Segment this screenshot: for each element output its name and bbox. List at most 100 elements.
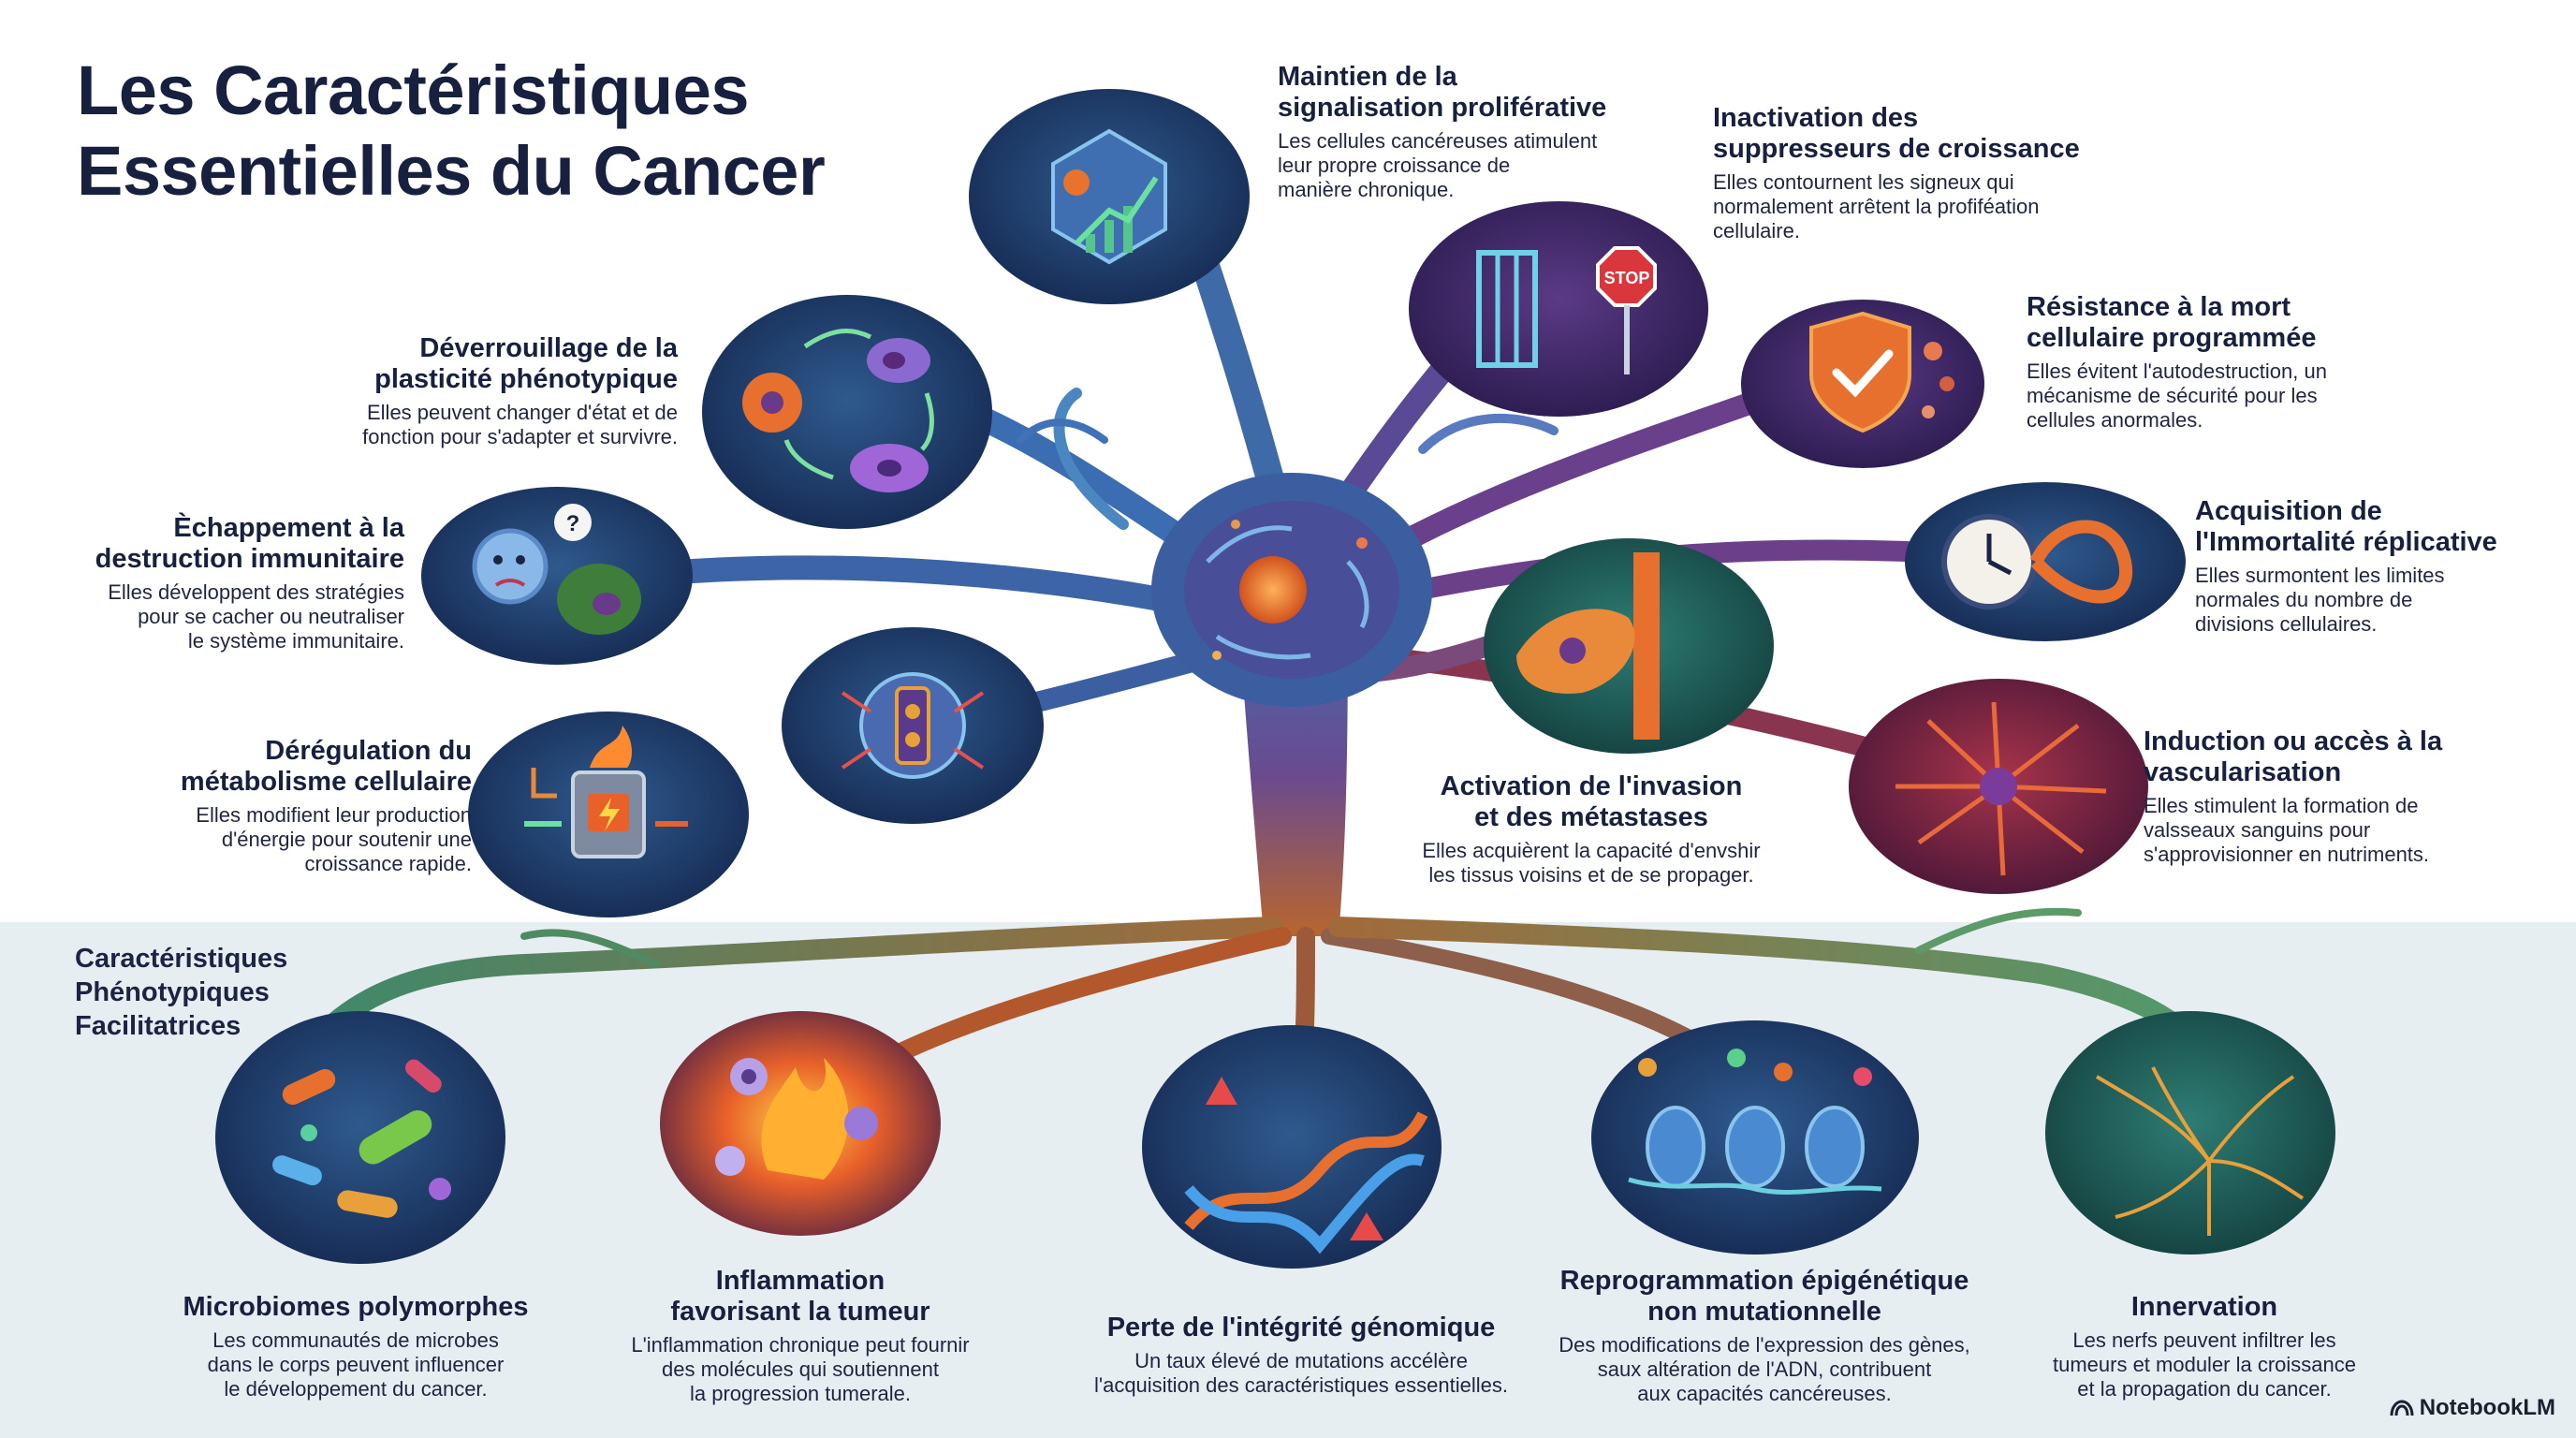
caption-description-line: l'acquisition des caractéristiques essen… xyxy=(1094,1373,1508,1397)
question-mark-text: ? xyxy=(566,511,580,536)
caption-description-line: Elles contournent les signeux qui xyxy=(1713,170,2014,194)
caption-description-line: normalement arrêtent la profiféation xyxy=(1713,195,2040,218)
caption-description-line: Elles peuvent changer d'état et de xyxy=(367,401,678,424)
caption-title-line: Dérégulation du xyxy=(265,736,472,766)
caption-description-line: croissance rapide. xyxy=(304,852,472,875)
stop-sign-text: STOP xyxy=(1604,269,1650,287)
caption-title-line: plasticité phénotypique xyxy=(374,364,678,394)
caption-title-line: suppresseurs de croissance xyxy=(1713,134,2080,164)
caption-title-line: destruction immunitaire xyxy=(95,544,404,574)
caption-description-line: Les nerfs peuvent infiltrer les xyxy=(2072,1328,2336,1352)
caption-title-line: vascularisation xyxy=(2144,757,2342,787)
caption-description-line: le développement du cancer. xyxy=(224,1377,488,1401)
caption-title-line: Acquisition de xyxy=(2195,496,2382,526)
enabling-section-label: Caractéristiques Phénotypiques Facilitat… xyxy=(75,942,287,1043)
caption-title: Perte de l'intégrité génomique xyxy=(1048,1313,1554,1343)
caption-description-line: saux altération de l'ADN, contribuent xyxy=(1597,1357,1932,1381)
caption-description-line: dans le corps peuvent influencer xyxy=(207,1353,505,1376)
caption-title-line: Maintien de la xyxy=(1278,62,1457,92)
caption-description-line: mécanisme de sécurité pour les xyxy=(2027,384,2318,407)
caption-title-line: Déverrouillage de la xyxy=(419,333,678,363)
notebooklm-logo-icon xyxy=(2390,1400,2414,1416)
bubble-angiogenesis xyxy=(1849,679,2148,894)
caption-title-line: signalisation proliférative xyxy=(1278,93,1607,123)
caption-innervation: Innervation Les nerfs peuvent infiltrer … xyxy=(2017,1292,2392,1401)
caption-description: Des modifications de l'expression des gè… xyxy=(1521,1333,2008,1406)
caption-description-line: fonction pour s'adapter et survivre. xyxy=(362,425,678,448)
enabling-section-label-line: Phénotypiques xyxy=(75,977,270,1007)
caption-title-line: métabolisme cellulaire xyxy=(180,767,472,797)
bubble-phenotypic-plasticity xyxy=(702,295,992,529)
page-title: Les Caractéristiques Essentielles du Can… xyxy=(77,51,826,212)
caption-description-line: Elles acquièrent la capacité d'envshir xyxy=(1422,839,1761,862)
enabling-section-label-line: Facilitatrices xyxy=(75,1011,242,1041)
caption-description-line: Elles évitent l'autodestruction, un xyxy=(2027,360,2327,383)
caption-genomic-integrity: Perte de l'intégrité génomique Un taux é… xyxy=(1048,1313,1554,1398)
brand-label: NotebookLM xyxy=(2419,1395,2555,1420)
page-title-line-1: Les Caractéristiques xyxy=(77,51,750,129)
caption-title-line: Inactivation des xyxy=(1713,103,1919,133)
caption-description-line: Elles surmontent les limites xyxy=(2195,564,2445,587)
caption-description-line: cellulaire. xyxy=(1713,219,1800,242)
caption-title-line: Induction ou accès à la xyxy=(2144,726,2443,756)
caption-title-line: Activation de l'invasion xyxy=(1440,771,1743,801)
caption-description-line: et la propagation du cancer. xyxy=(2077,1377,2332,1401)
caption-description-line: tumeurs et moduler la croissance xyxy=(2052,1353,2357,1376)
caption-description-line: pour se cacher ou neutraliser xyxy=(138,605,404,628)
bubble-metabolism-deregulation xyxy=(468,712,749,917)
caption-title: Microbiomes polymorphes xyxy=(159,1292,552,1323)
page-title-line-2: Essentielles du Cancer xyxy=(77,132,826,210)
enabling-section-label-line: Caractéristiques xyxy=(75,944,288,974)
caption-microbiomes: Microbiomes polymorphes Les communautés … xyxy=(159,1292,552,1401)
caption-title: Innervation xyxy=(2017,1292,2392,1323)
bubble-proliferative-signaling xyxy=(969,89,1250,304)
caption-title-line: et des métastases xyxy=(1474,802,1708,832)
caption-description-line: des molécules qui soutiennent xyxy=(662,1357,939,1381)
caption-title-line: Microbiomes polymorphes xyxy=(183,1292,529,1322)
bubble-genomic-integrity xyxy=(1142,1025,1442,1269)
caption-description-line: les tissus voisins et de se propager. xyxy=(1428,863,1754,887)
bubble-epigenetic-reprogramming xyxy=(1591,1020,1919,1255)
caption-title-line: Innervation xyxy=(2130,1292,2278,1322)
caption-description-line: leur propre croissance de xyxy=(1278,154,1511,177)
bubble-growth-suppressors: STOP xyxy=(1409,201,1708,417)
caption-title-line: Èchappement à la xyxy=(173,513,404,543)
bubble-inflammation xyxy=(660,1011,941,1236)
bubble-immune-evasion: ? xyxy=(421,487,693,665)
caption-description-line: cellules anormales. xyxy=(2027,408,2203,432)
caption-title-line: l'Immortalité réplicative xyxy=(2195,527,2497,557)
caption-description-line: s'approvisionner en nutriments. xyxy=(2144,843,2430,866)
caption-title-line: favorisant la tumeur xyxy=(670,1297,930,1327)
bubble-cell-death-resistance xyxy=(1741,300,1984,468)
caption-description-line: manière chronique. xyxy=(1278,178,1455,201)
caption-title-line: Résistance à la mort xyxy=(2027,292,2291,322)
